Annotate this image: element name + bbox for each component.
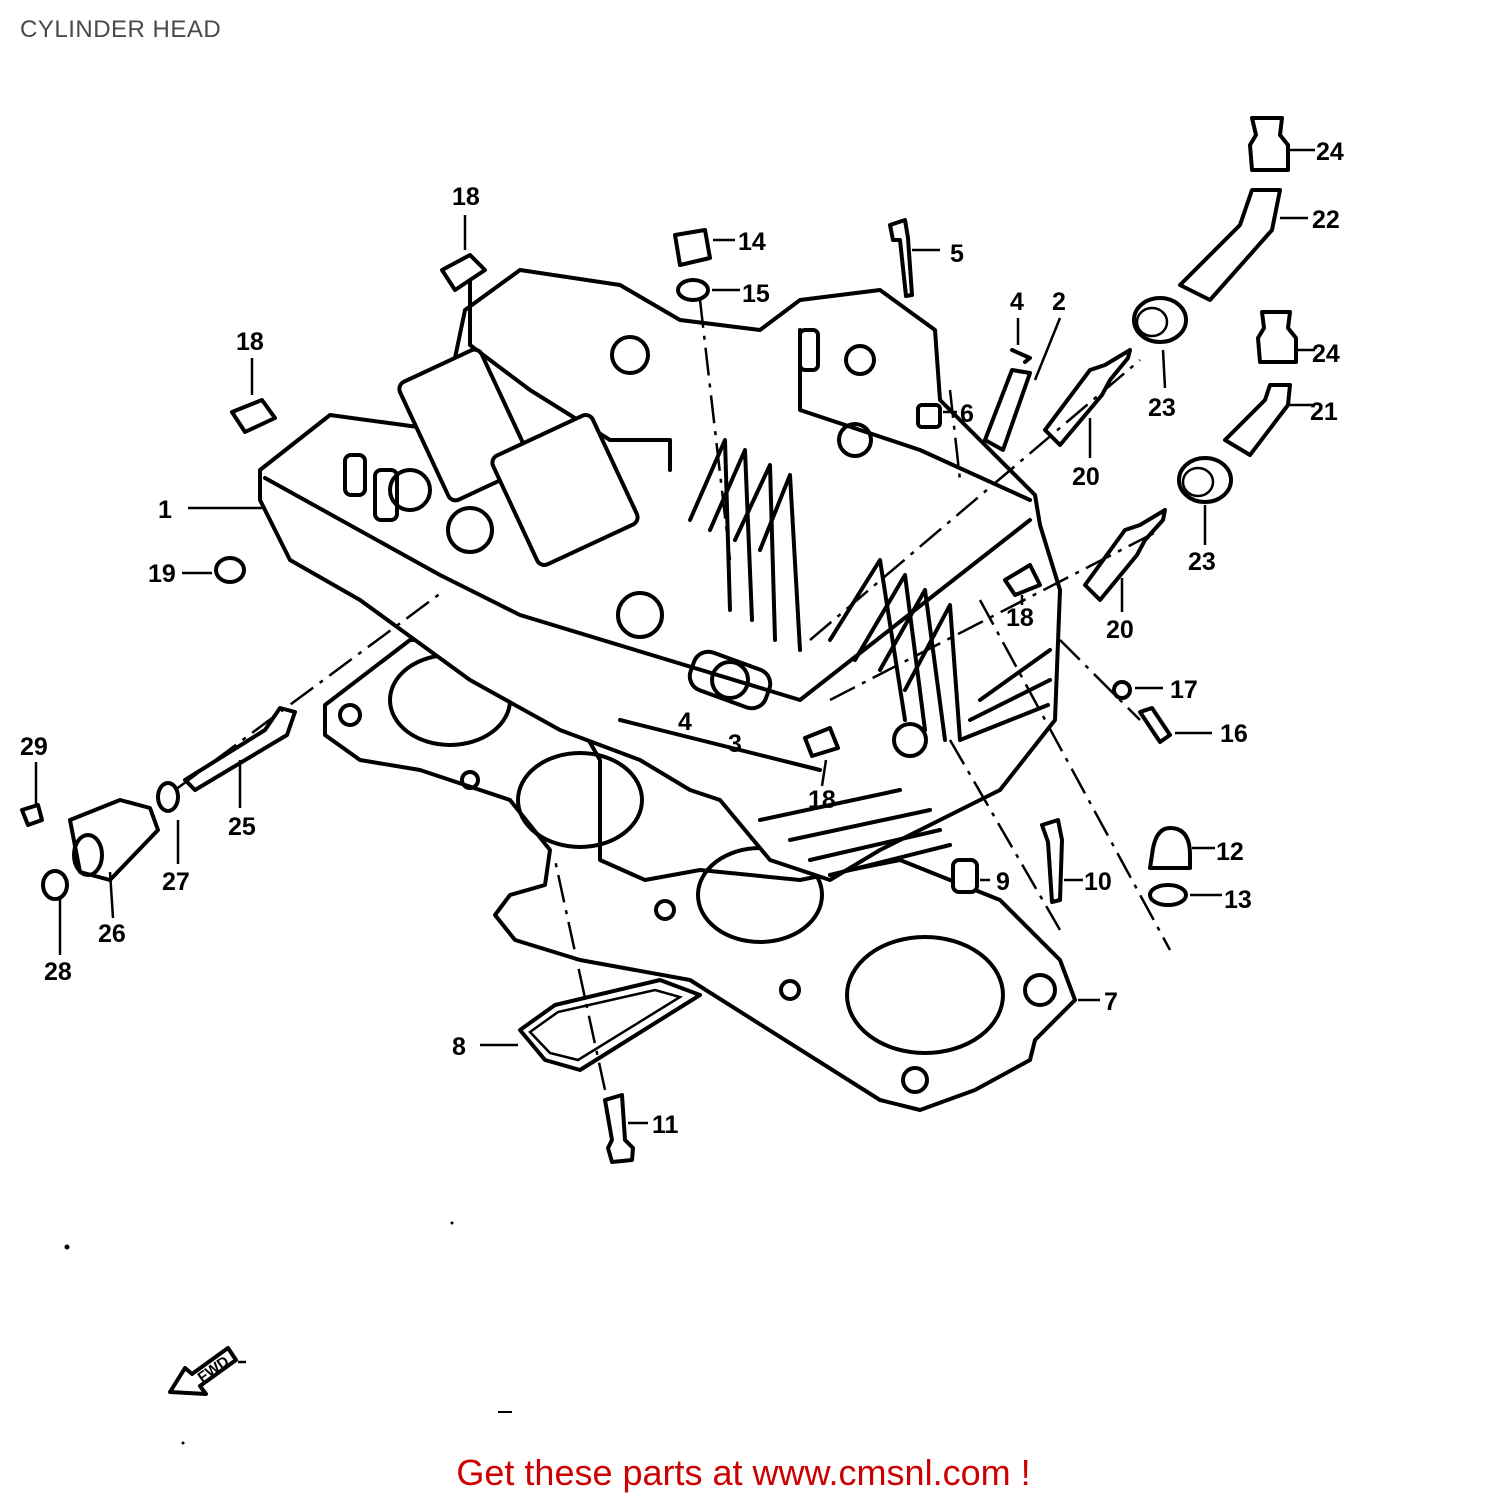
callout-labels: 24 22 18 14 5 15 4 2 24 18 23 21 6 1 20 …: [20, 138, 1344, 1139]
callout-label: 25: [228, 813, 256, 841]
bolt-part-11: [603, 1093, 635, 1164]
shaft-part-25: [183, 706, 297, 792]
callout-label: 9: [996, 868, 1010, 896]
nut-part-14: [673, 228, 712, 267]
callout-label: 7: [1104, 988, 1118, 1016]
callout-label: 11: [652, 1111, 679, 1139]
callout-label: 4: [678, 708, 692, 736]
callout-label: 1: [158, 496, 172, 524]
screw-part-29: [20, 803, 44, 827]
callout-label: 20: [1072, 463, 1100, 491]
dowel-part-9: [951, 858, 979, 894]
callout-label: 12: [1216, 838, 1244, 866]
callout-label: 22: [1312, 206, 1340, 234]
callout-label: 18: [236, 328, 264, 356]
scan-speck: [450, 1221, 454, 1225]
callout-label: 21: [1310, 398, 1338, 426]
scan-speck: [181, 1441, 185, 1445]
spark-plug-20-lower: [1083, 508, 1167, 602]
callout-label: 18: [452, 183, 480, 211]
callout-label: 29: [20, 733, 48, 761]
forward-direction-arrow: FWD: [168, 1346, 246, 1396]
dowel-part-6: [916, 403, 942, 429]
cap-part-24-top: [1248, 116, 1290, 172]
callout-label: 6: [960, 400, 974, 428]
callout-label: 13: [1224, 886, 1252, 914]
gasket-plate: [518, 978, 702, 1072]
callout-label: 16: [1220, 720, 1248, 748]
leader-lines: [34, 148, 1315, 1125]
cap-nut-part-12: [1148, 826, 1192, 870]
cap-part-18-b: [230, 398, 277, 434]
washer-part-13: [1148, 883, 1188, 907]
callout-label: 14: [738, 228, 766, 256]
callout-label: 4: [1010, 288, 1024, 316]
tube-part-2: [983, 368, 1032, 452]
callout-label: 26: [98, 920, 126, 948]
callout-label: 24: [1312, 340, 1340, 368]
bolt-part-5: [888, 218, 914, 298]
callout-label: 19: [148, 560, 176, 588]
callout-label: 17: [1170, 676, 1198, 704]
washer-part-15: [676, 278, 710, 302]
callout-label: 5: [950, 240, 964, 268]
callout-label: 3: [728, 730, 742, 758]
callout-label: 10: [1084, 868, 1112, 896]
callout-label: 23: [1148, 394, 1176, 422]
clip-part-4-upper: [1010, 348, 1032, 364]
callout-label: 27: [162, 868, 190, 896]
hose-part-22: [1178, 188, 1282, 302]
callout-label: 20: [1106, 616, 1134, 644]
cap-part-18-d: [803, 726, 840, 758]
callout-label: 15: [742, 280, 770, 308]
callout-label: 18: [808, 786, 836, 814]
page-title: CYLINDER HEAD: [20, 16, 222, 43]
housing-part-26: [68, 798, 160, 882]
callout-label: 24: [1316, 138, 1344, 166]
plug-part-19: [214, 556, 246, 584]
seal-part-27: [156, 781, 180, 813]
ring-part-23-upper: [1132, 296, 1188, 344]
callout-label: 28: [44, 958, 72, 986]
hose-part-21: [1223, 383, 1292, 457]
callout-label: 2: [1052, 288, 1066, 316]
cylinder-head-body: [258, 268, 1062, 882]
plug-part-28: [41, 869, 69, 901]
washer-part-17: [1112, 680, 1132, 700]
callout-label: 23: [1188, 548, 1216, 576]
footer-parts-link[interactable]: Get these parts at www.cmsnl.com !: [456, 1452, 1031, 1493]
alignment-lines: [174, 299, 1172, 1091]
cap-part-18-a: [440, 253, 487, 292]
callout-label: 18: [1006, 604, 1034, 632]
callout-label: 8: [452, 1033, 466, 1061]
cap-part-18-c: [1003, 563, 1042, 597]
screw-part-16: [1138, 706, 1172, 744]
stud-part-10: [1040, 818, 1064, 904]
cap-part-24-lower: [1256, 310, 1298, 364]
scan-speck: [64, 1244, 70, 1250]
